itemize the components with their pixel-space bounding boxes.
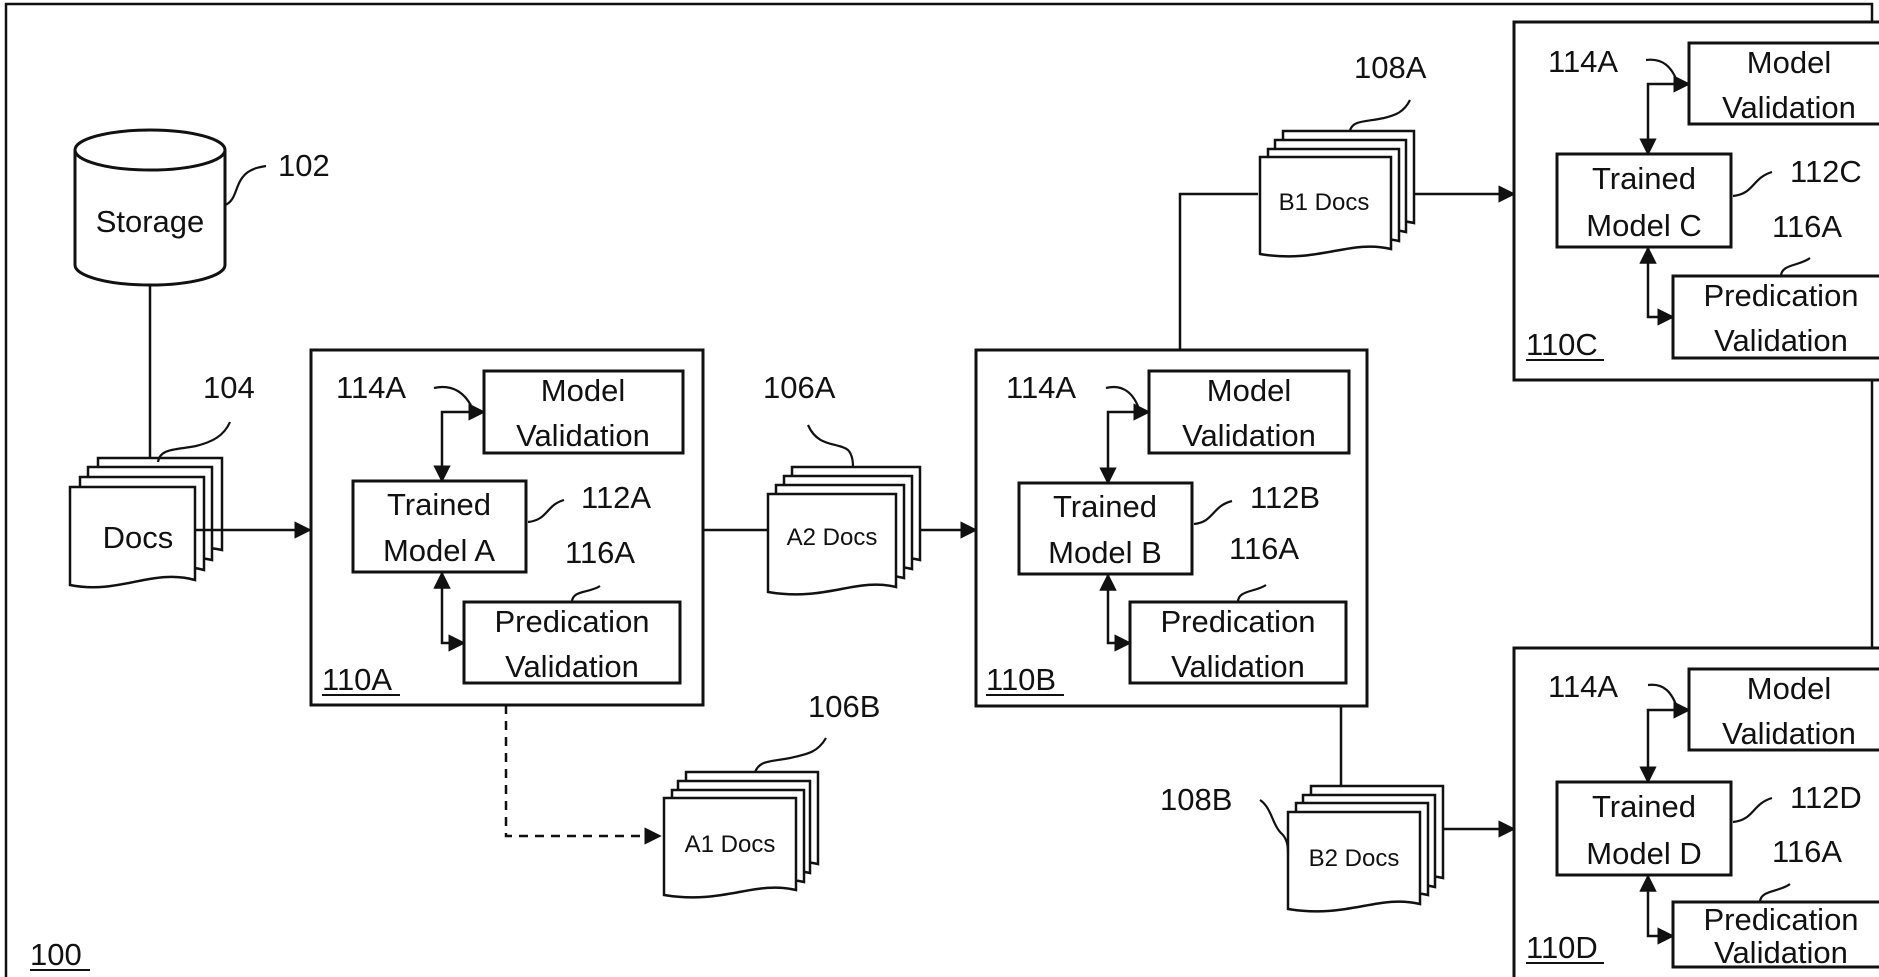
stage-110d-model-ref: 112D [1790,780,1862,815]
storage-ref-leader [225,166,266,205]
a1-docs-stack: A1 Docs [664,772,818,897]
110a-to-a1docs-dashed-arrow [506,705,660,836]
stage-110c-id: 110C [1526,327,1598,362]
stage-110d-mv-line1: Model [1747,671,1831,706]
storage-cylinder: Storage [75,130,225,285]
b2-docs-stack: B2 Docs [1288,786,1443,911]
a1-docs-label: A1 Docs [685,831,776,858]
figure-label: 100 [30,937,82,972]
stage-110b-pv-ref: 116A [1229,531,1299,566]
b1-docs-label: B1 Docs [1279,189,1370,216]
stage-110d-model-line1: Trained [1592,789,1696,824]
stage-110d-mv-ref: 114A [1548,669,1618,704]
stage-110b-model-line2: Model B [1048,535,1162,570]
a2-docs-stack: A2 Docs [768,467,920,594]
stage-110c-model-ref: 112C [1790,154,1862,189]
stage-110d-id: 110D [1526,930,1598,965]
stage-110c-pv-line2: Validation [1714,323,1848,358]
a2-docs-ref-leader [808,425,853,467]
stage-110c-model-line1: Trained [1592,161,1696,196]
b1-docs-ref: 108A [1354,50,1427,85]
docs-stack: Docs [70,458,222,587]
stage-110d-model-line2: Model D [1586,836,1701,871]
stage-110d-pv-line2: Validation [1714,935,1848,970]
110b-to-b1docs-line [1180,194,1258,350]
stage-110a-pv-ref: 116A [565,535,635,570]
stage-110c-model-line2: Model C [1586,208,1701,243]
stage-110c-mv-line1: Model [1747,45,1831,80]
stage-110a-model-line2: Model A [383,533,495,568]
a1-docs-ref: 106B [808,689,880,724]
stage-110a-id: 110A [322,662,392,697]
stage-110a-pv-line2: Validation [505,649,639,684]
docs-ref-leader [158,422,230,462]
stage-110b-pv-line1: Predication [1160,604,1315,639]
b1-docs-ref-leader [1350,100,1410,131]
stage-110b: Model Validation Trained Model B Predica… [976,350,1367,706]
b1-docs-stack: B1 Docs [1260,131,1414,256]
docs-label: Docs [103,520,174,555]
a2-docs-ref: 106A [763,370,836,405]
stage-110b-pv-line2: Validation [1171,649,1305,684]
b2-docs-label: B2 Docs [1309,845,1400,872]
a2-docs-label: A2 Docs [787,524,878,551]
stage-110a-mv-ref: 114A [336,370,406,405]
stage-110c-pv-ref: 116A [1772,209,1842,244]
stage-110d-pv-ref: 116A [1772,834,1842,869]
storage-label: Storage [96,204,205,239]
a1-docs-ref-leader [755,738,826,772]
stage-110b-mv-line2: Validation [1182,418,1316,453]
b2-docs-ref-leader [1260,800,1288,852]
stage-110c-pv-line1: Predication [1703,278,1858,313]
stage-110a-mv-line2: Validation [516,418,650,453]
storage-ref: 102 [278,148,330,183]
stage-110b-mv-line1: Model [1207,373,1291,408]
stage-110d-mv-line2: Validation [1722,716,1856,751]
stage-110d-pv-line1: Predication [1703,902,1858,937]
stage-110a: Model Validation Trained Model A Predica… [311,350,703,705]
stage-110b-model-line1: Trained [1053,489,1157,524]
stage-110b-id: 110B [986,662,1056,697]
stage-110a-model-line1: Trained [387,487,491,522]
stage-110a-mv-line1: Model [541,373,625,408]
stage-110c-mv-ref: 114A [1548,44,1618,79]
docs-ref: 104 [203,370,255,405]
b2-docs-ref: 108B [1160,782,1232,817]
stage-110d: Model Validation Trained Model D Predica… [1514,648,1879,977]
stage-110a-model-ref: 112A [581,480,651,515]
stage-110c: Model Validation Trained Model C Predica… [1514,22,1879,380]
stage-110b-mv-ref: 114A [1006,370,1076,405]
stage-110c-mv-line2: Validation [1722,90,1856,125]
stage-110a-pv-line1: Predication [494,604,649,639]
stage-110b-model-ref: 112B [1250,480,1320,515]
